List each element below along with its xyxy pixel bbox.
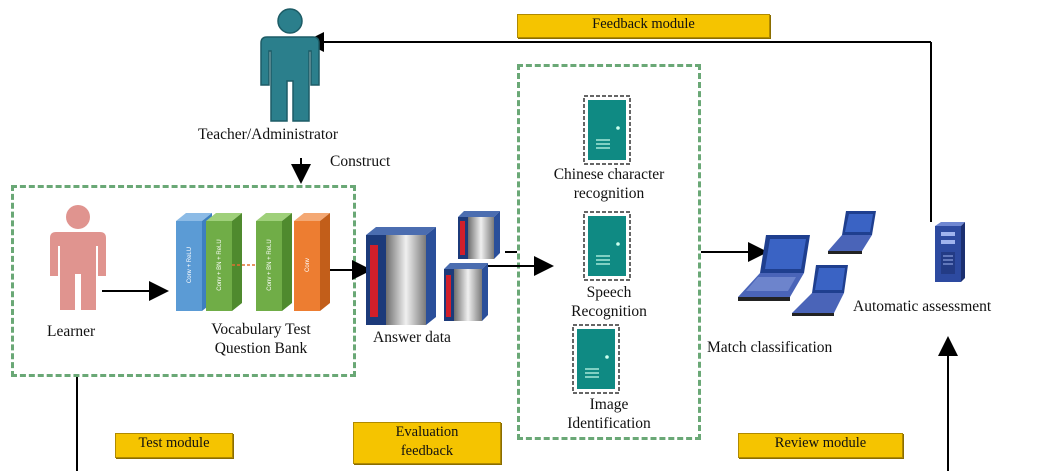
test-module-label: Test module [115,433,233,458]
chinese-recognition-label: Chinese character recognition [553,166,665,202]
feedback-module-label: Feedback module [517,14,770,38]
layer-4-text: Conv [305,258,311,272]
speech-recognition-label: Speech Recognition [571,284,647,320]
match-classification-label: Match classification [707,339,833,356]
layer-1-text: Conv + ReLU [187,247,193,283]
learner-icon [50,205,106,310]
chinese-server-icon [583,95,631,165]
image-server-icon [572,324,620,394]
laptop-3 [792,265,848,316]
layer-conv-bn-relu-1 [206,213,242,311]
image-identification-label: Image Identification [567,396,651,432]
speech-server-icon [583,211,631,281]
review-module-label: Review module [738,433,903,458]
server-small-bottom [444,263,488,321]
laptop-2 [828,211,876,254]
layer-3-text: Conv + BN + ReLU [267,239,273,290]
automatic-assessment-label: Automatic assessment [853,298,992,315]
server-large [366,227,436,325]
question-bank-label: Vocabulary Test Question Bank [211,321,311,357]
test-module-group [11,185,356,377]
layer-2-text: Conv + BN + ReLU [217,239,223,290]
layer-conv-relu [176,213,212,311]
laptops-icon [738,211,876,316]
construct-label: Construct [330,153,391,170]
teacher-icon [260,8,320,122]
teacher-label: Teacher/Administrator [198,126,339,143]
evaluation-group [517,64,701,440]
answer-data-label: Answer data [373,329,451,346]
layer-conv-bn-relu-2 [256,213,292,311]
server-small-top [458,211,500,259]
evaluation-feedback-label: Evaluation feedback [353,422,501,464]
laptop-1 [738,235,810,301]
layer-conv [294,213,330,311]
learner-label: Learner [47,323,96,340]
assessment-server-icon [935,222,965,282]
answer-data-servers [366,211,500,325]
question-bank-layers: Conv + ReLU Conv + BN + ReLU Conv + BN +… [176,213,330,311]
